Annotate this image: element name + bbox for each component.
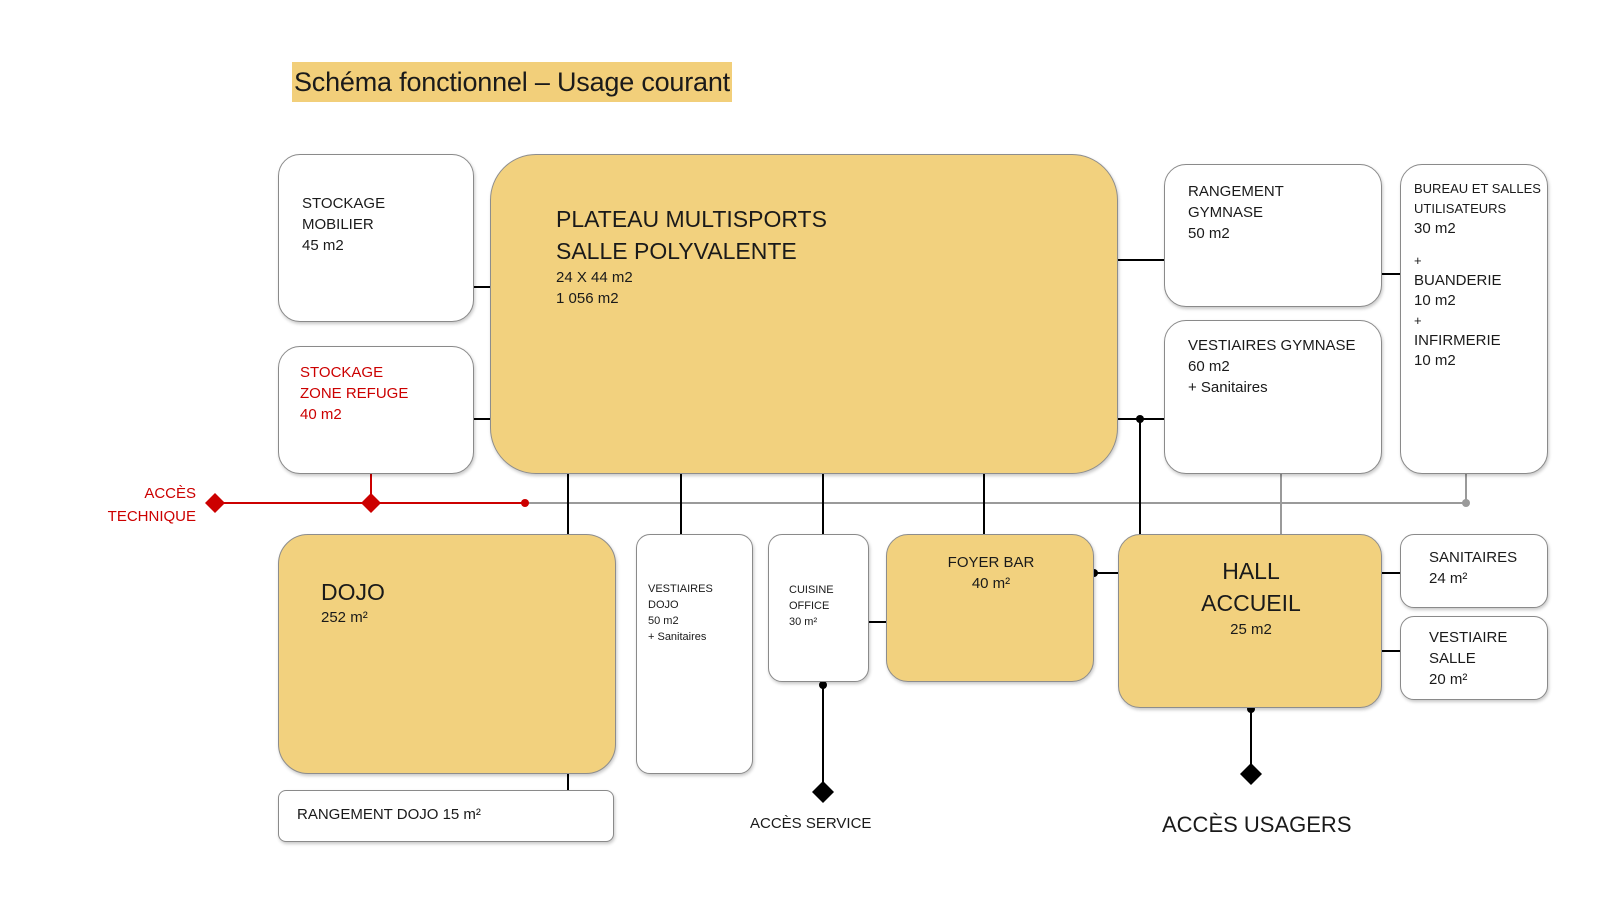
room-name: VESTIAIRES DOJO	[648, 583, 713, 611]
access-technique-label: ACCÈS TECHNIQUE	[107, 485, 196, 525]
room-name: VESTIAIRES GYMNASE	[1188, 337, 1356, 354]
room-rangement-dojo: RANGEMENT DOJO 15 m²	[278, 790, 614, 842]
room-vestiaire-salle: VESTIAIRE SALLE 20 m²	[1400, 616, 1548, 700]
room-area-buanderie: 10 m2	[1414, 292, 1456, 309]
room-name: DOJO	[321, 579, 385, 605]
room-stockage-mobilier: STOCKAGE MOBILIER 45 m2	[278, 154, 474, 322]
room-area-infirmerie: 10 m2	[1414, 352, 1456, 369]
room-foyer-bar: FOYER BAR 40 m²	[886, 534, 1094, 682]
room-area: 60 m2	[1188, 358, 1230, 375]
room-vestiaires-dojo: VESTIAIRES DOJO 50 m2 + Sanitaires	[636, 534, 753, 774]
room-name: STOCKAGE ZONE REFUGE	[300, 364, 409, 402]
room-extra: + Sanitaires	[1188, 379, 1268, 396]
room-rangement-gymnase: RANGEMENT GYMNASE 50 m2	[1164, 164, 1382, 307]
diagram-title: Schéma fonctionnel – Usage courant	[292, 62, 732, 102]
connector-dot	[1136, 415, 1144, 423]
room-name: PLATEAU MULTISPORTS SALLE POLYVALENTE	[556, 206, 827, 264]
room-name: BUREAU ET SALLES UTILISATEURS	[1414, 181, 1541, 216]
room-area: 40 m2	[300, 406, 342, 423]
access-service-label: ACCÈS SERVICE	[750, 815, 872, 832]
plus-sign: +	[1414, 253, 1422, 268]
access-usagers-label: ACCÈS USAGERS	[1162, 812, 1352, 837]
room-area: 24 m²	[1429, 570, 1468, 587]
room-area: 20 m²	[1429, 671, 1468, 688]
room-stockage-zone-refuge: STOCKAGE ZONE REFUGE 40 m2	[278, 346, 474, 474]
access-usagers-marker	[1240, 763, 1262, 785]
room-name: SANITAIRES	[1429, 549, 1518, 566]
room-area: 50 m2	[1188, 225, 1230, 242]
room-area: 45 m2	[302, 237, 344, 254]
room-plateau-multisports: PLATEAU MULTISPORTS SALLE POLYVALENTE 24…	[490, 154, 1118, 474]
room-dimensions: 24 X 44 m2	[556, 269, 633, 286]
room-area: 30 m2	[1414, 220, 1456, 237]
technical-junction-marker	[361, 493, 381, 513]
plus-sign: +	[1414, 313, 1422, 328]
room-name: CUISINE OFFICE	[789, 584, 834, 612]
room-cuisine-office: CUISINE OFFICE 30 m²	[768, 534, 869, 682]
room-area: 50 m2	[648, 615, 679, 627]
room-name: STOCKAGE MOBILIER	[302, 195, 386, 233]
room-vestiaires-gymnase: VESTIAIRES GYMNASE 60 m2 + Sanitaires	[1164, 320, 1382, 474]
access-technique-marker	[205, 493, 225, 513]
room-name: RANGEMENT GYMNASE	[1188, 183, 1284, 221]
room-sanitaires: SANITAIRES 24 m²	[1400, 534, 1548, 608]
room-name-buanderie: BUANDERIE	[1414, 272, 1502, 289]
room-extra: + Sanitaires	[648, 631, 707, 643]
room-name: RANGEMENT DOJO 15 m²	[297, 806, 481, 823]
room-name: FOYER BAR	[947, 554, 1035, 571]
room-name-infirmerie: INFIRMERIE	[1414, 332, 1501, 349]
room-bureau-salles-utilisateurs: BUREAU ET SALLES UTILISATEURS 30 m2 + BU…	[1400, 164, 1548, 474]
room-name: HALL ACCUEIL	[1201, 558, 1301, 616]
room-area: 25 m2	[1230, 621, 1272, 638]
room-area: 40 m²	[971, 575, 1011, 592]
connector-dot	[521, 499, 529, 507]
room-name: VESTIAIRE SALLE	[1429, 629, 1508, 667]
room-area: 1 056 m2	[556, 290, 619, 307]
room-area: 252 m²	[321, 609, 368, 626]
connector-dot	[1462, 499, 1470, 507]
access-service-marker	[812, 781, 834, 803]
room-area: 30 m²	[789, 616, 818, 628]
room-hall-accueil: HALL ACCUEIL 25 m2	[1118, 534, 1382, 708]
room-dojo: DOJO 252 m²	[278, 534, 616, 774]
connector-dot	[819, 681, 827, 689]
